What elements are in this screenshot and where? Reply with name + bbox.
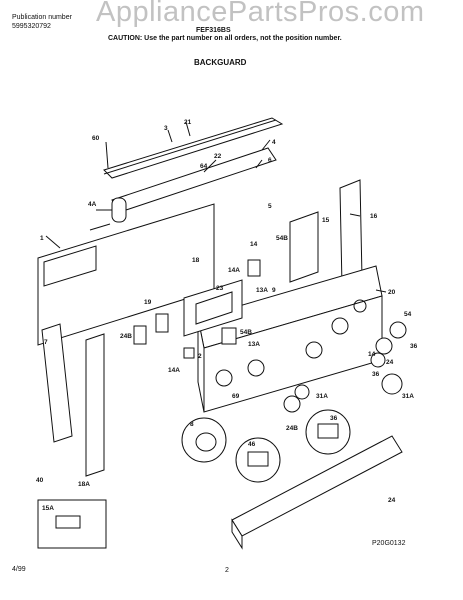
callout-36-right: 24 bbox=[386, 359, 394, 366]
knob-24 bbox=[375, 337, 393, 355]
callout-7: 13A bbox=[248, 341, 260, 348]
callout-8: 69 bbox=[232, 393, 240, 400]
caution-note: CAUTION: Use the part number on all orde… bbox=[108, 35, 342, 42]
section-title: BACKGUARD bbox=[194, 58, 247, 67]
detail-circle-24 bbox=[305, 409, 351, 455]
callout-22: 22 bbox=[214, 153, 222, 160]
switch-14a bbox=[183, 347, 195, 359]
side-panel-2 bbox=[41, 323, 73, 443]
detail-circle-46 bbox=[181, 417, 227, 463]
callout-69: 31A bbox=[402, 393, 414, 400]
callout-24: 14 bbox=[368, 351, 376, 358]
callout-3: 3 bbox=[164, 125, 168, 132]
callout-24b-right: 54 bbox=[404, 311, 412, 318]
callout-14a: 2 bbox=[198, 353, 202, 360]
callout-19: 20 bbox=[388, 289, 396, 296]
detail-circle-24b bbox=[235, 437, 281, 483]
drawing-code: P20G0132 bbox=[372, 540, 406, 547]
knob-31a bbox=[294, 384, 310, 400]
callout-18: 16 bbox=[370, 213, 378, 220]
callout-31a: 31A bbox=[316, 393, 328, 400]
switch-54 bbox=[155, 313, 169, 333]
side-strip-15 bbox=[289, 211, 319, 283]
callout-36: 24B bbox=[286, 425, 298, 432]
callout-1: 1 bbox=[40, 235, 44, 242]
callout-60: 60 bbox=[92, 135, 100, 142]
callout-13a-top: 9 bbox=[272, 287, 276, 294]
callout-46: 8 bbox=[190, 421, 194, 428]
knob-24b bbox=[389, 321, 407, 339]
callout-23: 14A bbox=[228, 267, 240, 274]
publication-number: 5995320792 bbox=[12, 23, 51, 30]
callout-31a-right: 36 bbox=[372, 371, 380, 378]
callout-14a-top: 18 bbox=[192, 257, 200, 264]
switch-14 bbox=[247, 259, 261, 277]
callout-21: 21 bbox=[184, 119, 192, 126]
watermark: AppliancePartsPros.com bbox=[96, 0, 425, 28]
callout-10: 15A bbox=[42, 505, 54, 512]
page-number: 2 bbox=[225, 567, 229, 574]
switch-13a bbox=[221, 327, 237, 345]
callout-13a: 54B bbox=[240, 329, 252, 336]
callout-4: 4 bbox=[272, 139, 276, 146]
knob-36b bbox=[283, 395, 301, 413]
callout-2: 7 bbox=[44, 339, 48, 346]
callout-18a: 40 bbox=[36, 477, 44, 484]
side-strip-18 bbox=[339, 179, 363, 287]
tube-4a bbox=[111, 197, 127, 223]
callout-5: 5 bbox=[268, 203, 272, 210]
callout-20: 13A bbox=[256, 287, 268, 294]
callout-54b-top: 54B bbox=[276, 235, 288, 242]
callout-14: 14 bbox=[250, 241, 258, 248]
knob-36 bbox=[370, 352, 386, 368]
switch-54b bbox=[133, 325, 147, 345]
callout-36-far: 36 bbox=[410, 343, 418, 350]
top-trim-strip bbox=[103, 117, 284, 179]
callout-15a: 18A bbox=[78, 481, 90, 488]
screw-69 bbox=[381, 373, 403, 395]
callout-6: 6 bbox=[268, 157, 272, 164]
callout-54b: 24B bbox=[120, 333, 132, 340]
model-number: FEF316BS bbox=[196, 27, 231, 34]
side-panel-15a bbox=[85, 333, 105, 477]
callout-24b: 46 bbox=[248, 441, 256, 448]
callout-14: 14A bbox=[168, 367, 180, 374]
callout-64: 64 bbox=[200, 163, 208, 170]
inset-box-10 bbox=[37, 499, 107, 549]
publication-label: Publication number bbox=[12, 14, 72, 21]
callout-40: 24 bbox=[388, 497, 396, 504]
rear-bracket bbox=[111, 147, 277, 213]
footer-date: 4/99 bbox=[12, 566, 26, 573]
callout-9: 23 bbox=[216, 285, 224, 292]
callout-24-detail: 36 bbox=[330, 415, 338, 422]
callout-4a: 4A bbox=[88, 201, 97, 208]
callout-54: 19 bbox=[144, 299, 152, 306]
callout-15: 15 bbox=[322, 217, 330, 224]
